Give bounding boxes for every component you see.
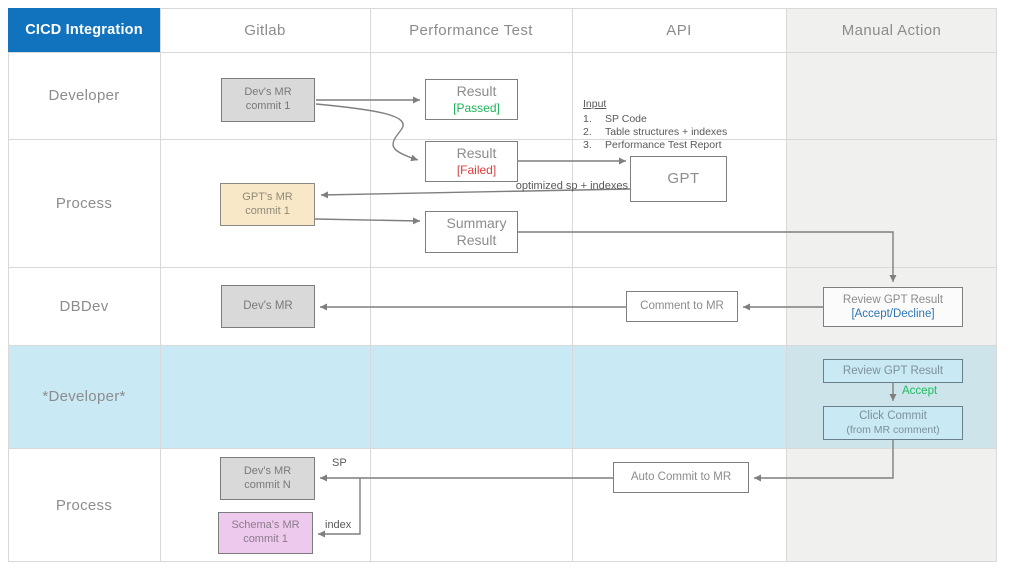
optimized-sp-indexes-label: optimized sp + indexes — [515, 180, 628, 192]
node-comment-to-mr: Comment to MR — [626, 291, 738, 322]
grid-line — [572, 8, 573, 562]
node-review-gpt-result: Review GPT Result — [823, 359, 963, 383]
accept-label: Accept — [902, 385, 938, 397]
grid-line — [8, 448, 997, 449]
grid-line — [786, 8, 787, 562]
grid-line — [8, 139, 997, 140]
node-devs-mr-commit1: Dev's MR commit 1 — [221, 78, 315, 122]
node-schemas-mr-commit1: Schema's MR commit 1 — [218, 512, 313, 554]
index-label: index — [325, 519, 352, 531]
input-note-item: 2. Table structures + indexes — [583, 126, 728, 138]
input-note-item: 1. SP Code — [583, 113, 647, 125]
row-label-dbdev: DBDev — [59, 297, 109, 315]
arrow-gptsmr-to-summary — [314, 217, 421, 225]
node-devs-mr: Dev's MR — [221, 285, 315, 328]
grid-line — [160, 8, 161, 562]
arrow-devsmr-to-failed — [315, 103, 419, 162]
grid-line — [8, 8, 9, 562]
grid-line — [8, 345, 997, 346]
row-label-developer: Developer — [48, 87, 120, 104]
node-result-failed: Result [Failed] — [425, 141, 518, 182]
node-gpt: GPT — [630, 156, 727, 202]
grid-line — [8, 52, 997, 53]
grid-line — [996, 8, 997, 562]
node-devs-mr-commitN: Dev's MR commit N — [220, 457, 315, 500]
column-header-performance-test: Performance Test — [409, 21, 533, 39]
diagram-title: CICD Integration — [8, 8, 160, 52]
node-result-passed: Result [Passed] — [425, 79, 518, 120]
gpt-input-note: Input 1. SP Code 2. Table structures + i… — [583, 98, 763, 152]
manual-action-column-background — [786, 8, 997, 562]
column-header-api: API — [666, 21, 692, 39]
grid-line — [8, 561, 997, 562]
grid-line — [8, 267, 997, 268]
row-label-process: Process — [55, 194, 113, 212]
node-gpts-mr-commit1: GPT's MR commit 1 — [220, 183, 315, 226]
node-summary-result: Summary Result — [425, 211, 518, 253]
row-label-developer-highlight: *Developer* — [42, 388, 126, 405]
sp-label: SP — [332, 457, 347, 469]
node-auto-commit-to-mr: Auto Commit to MR — [613, 462, 749, 493]
column-header-manual-action: Manual Action — [841, 21, 942, 39]
input-note-item: 3. Performance Test Report — [583, 139, 722, 151]
input-note-title: Input — [583, 98, 607, 110]
row-label-process-2: Process — [55, 496, 113, 514]
grid-line — [370, 8, 371, 562]
column-header-gitlab: Gitlab — [244, 21, 286, 39]
grid-line — [8, 8, 997, 9]
node-click-commit: Click Commit (from MR comment) — [823, 406, 963, 440]
node-review-gpt-result-decision: Review GPT Result [Accept/Decline] — [823, 287, 963, 327]
